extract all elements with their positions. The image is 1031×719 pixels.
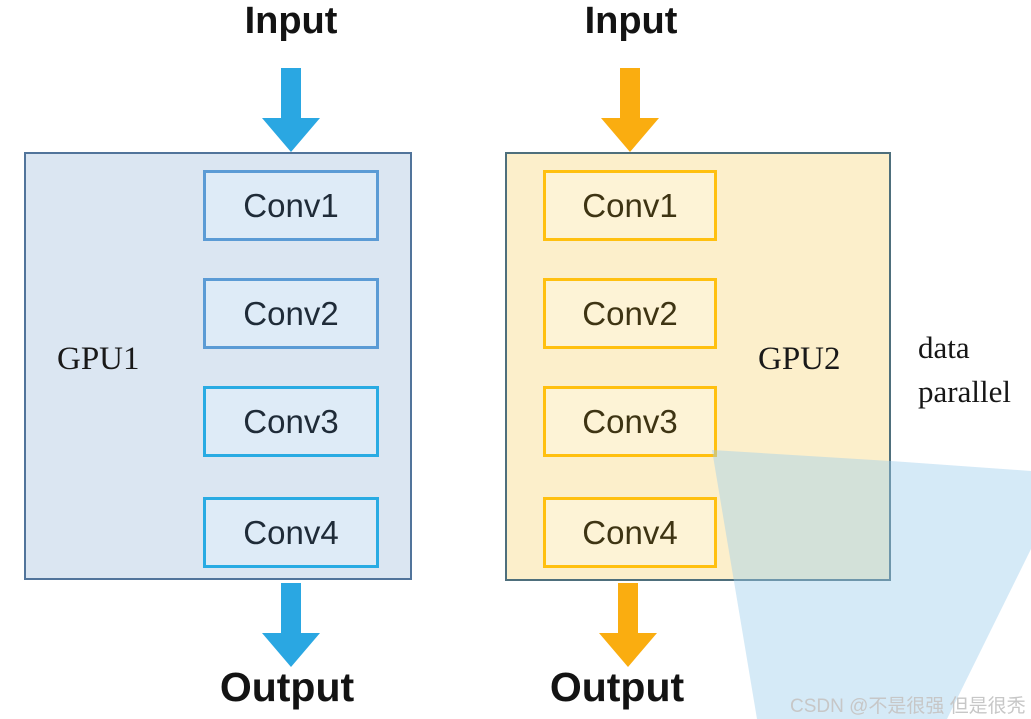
conv1-label-gpu1: Conv1 (243, 186, 339, 224)
conv1-block-gpu2: Conv1 (543, 170, 717, 241)
arrow-shape (262, 583, 320, 667)
watermark: CSDN @不是很强 但是很秃 (790, 696, 1026, 717)
data-parallel-caption: data parallel (918, 326, 1031, 414)
conv2-block-gpu2: Conv2 (543, 278, 717, 349)
conv1-label-gpu2: Conv1 (582, 186, 678, 224)
conv1-block-gpu1: Conv1 (203, 170, 379, 241)
conv2-label-gpu2: Conv2 (582, 294, 678, 332)
caption-line-2: parallel (918, 374, 1011, 410)
output-arrow-gpu2 (599, 583, 657, 667)
conv2-block-gpu1: Conv2 (203, 278, 379, 349)
input-label-gpu2: Input (584, 0, 678, 42)
conv4-label-gpu1: Conv4 (243, 513, 339, 551)
input-arrow-gpu1 (262, 68, 320, 152)
output-arrow-gpu1 (262, 583, 320, 667)
conv3-label-gpu2: Conv3 (582, 402, 678, 440)
gpu2-label: GPU2 (758, 341, 841, 377)
gpu1-box: GPU1 Conv1 Conv2 Conv3 Conv4 (24, 152, 412, 580)
input-arrow-gpu2 (601, 68, 659, 152)
gpu2-box: GPU2 Conv1 Conv2 Conv3 Conv4 (505, 152, 891, 581)
conv4-block-gpu1: Conv4 (203, 497, 379, 568)
arrow-shape (601, 68, 659, 152)
conv3-label-gpu1: Conv3 (243, 402, 339, 440)
conv3-block-gpu1: Conv3 (203, 386, 379, 457)
conv2-label-gpu1: Conv2 (243, 294, 339, 332)
conv4-label-gpu2: Conv4 (582, 513, 678, 551)
caption-line-1: data (918, 330, 970, 365)
input-label-gpu1: Input (244, 0, 338, 42)
output-label-gpu1: Output (219, 664, 355, 710)
conv3-block-gpu2: Conv3 (543, 386, 717, 457)
arrow-shape (599, 583, 657, 667)
gpu1-label: GPU1 (57, 341, 140, 377)
conv4-block-gpu2: Conv4 (543, 497, 717, 568)
output-label-gpu2: Output (549, 664, 685, 710)
arrow-shape (262, 68, 320, 152)
